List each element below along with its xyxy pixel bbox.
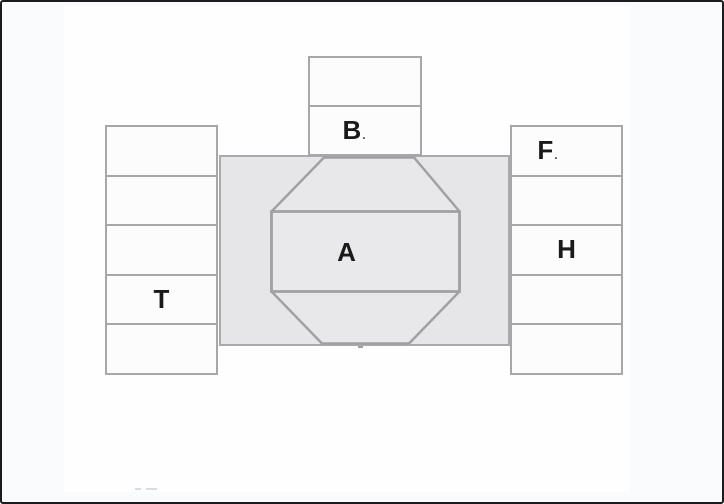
- top-box: B.: [308, 56, 422, 156]
- stage: A: [219, 155, 510, 346]
- speck-artifact: [358, 346, 363, 348]
- left-column-cell-4: T: [107, 273, 216, 324]
- left-column-cell-2: [107, 174, 216, 225]
- right-column-cell-2: [512, 174, 621, 225]
- stage-shape-svg: [219, 155, 510, 346]
- faint-dash-artifact: [135, 488, 141, 490]
- right-column-cell-4: [512, 273, 621, 324]
- right-column-cell-5: [512, 323, 621, 373]
- cell-label: B: [342, 115, 362, 145]
- left-column-cell-1: [107, 127, 216, 175]
- right-column: F. H: [510, 125, 623, 375]
- top-box-cell-1: [310, 58, 420, 105]
- center-band: [270, 210, 461, 293]
- left-column-cell-5: [107, 323, 216, 373]
- top-box-cell-2: B.: [310, 105, 420, 154]
- right-column-cell-1: F.: [512, 127, 621, 175]
- faint-dash-artifact: [146, 488, 157, 490]
- cell-label: F: [537, 135, 554, 166]
- label-period: .: [362, 128, 366, 142]
- cell-label: H: [557, 234, 576, 265]
- cell-label: T: [153, 284, 170, 315]
- left-column: T: [105, 125, 218, 375]
- label-period: .: [554, 148, 558, 163]
- left-column-cell-3: [107, 224, 216, 274]
- right-column-cell-3: H: [512, 224, 621, 274]
